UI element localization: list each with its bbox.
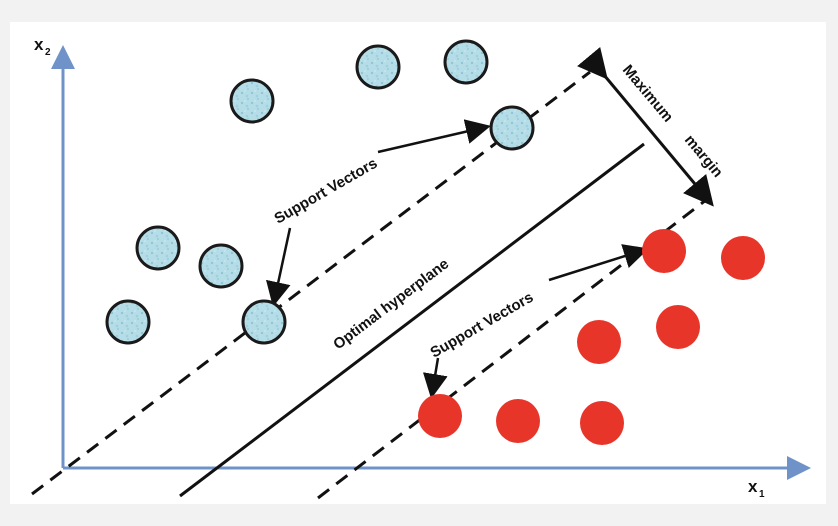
support-vectors-label-bottom: Support Vectors: [428, 289, 537, 362]
optimal-hyperplane-line: [179, 142, 645, 498]
red-point: [580, 401, 624, 445]
blue-point: [135, 225, 181, 271]
red-point-support-vector: [418, 394, 462, 438]
maximum-margin-arrow: [577, 46, 714, 207]
lower-margin-line: [317, 198, 707, 500]
blue-point: [105, 299, 151, 345]
support-vector-arrow-bottom-down: [422, 357, 448, 399]
y-axis-subscript: 2: [45, 47, 51, 58]
support-vector-arrow-bottom-right: [548, 244, 649, 282]
blue-point-support-vector: [241, 299, 287, 345]
red-class-points: [418, 229, 765, 445]
blue-point: [198, 243, 244, 289]
x-axis-subscript: 1: [759, 489, 765, 500]
support-vector-arrow-top-down: [266, 227, 292, 307]
maximum-label: Maximum: [619, 62, 676, 126]
blue-point: [229, 78, 275, 124]
blue-point: [355, 44, 401, 90]
blue-point-support-vector: [489, 105, 535, 151]
support-vector-arrow-top-right: [377, 119, 491, 154]
blue-point: [443, 39, 489, 85]
red-point-support-vector: [642, 229, 686, 273]
y-axis-label: x: [34, 35, 44, 54]
red-point: [721, 236, 765, 280]
x-axis-label: x: [748, 477, 758, 496]
support-vectors-label-top: Support Vectors: [272, 155, 381, 228]
red-point: [577, 320, 621, 364]
red-point: [496, 399, 540, 443]
blue-class-points: [105, 39, 535, 345]
red-point: [656, 305, 700, 349]
